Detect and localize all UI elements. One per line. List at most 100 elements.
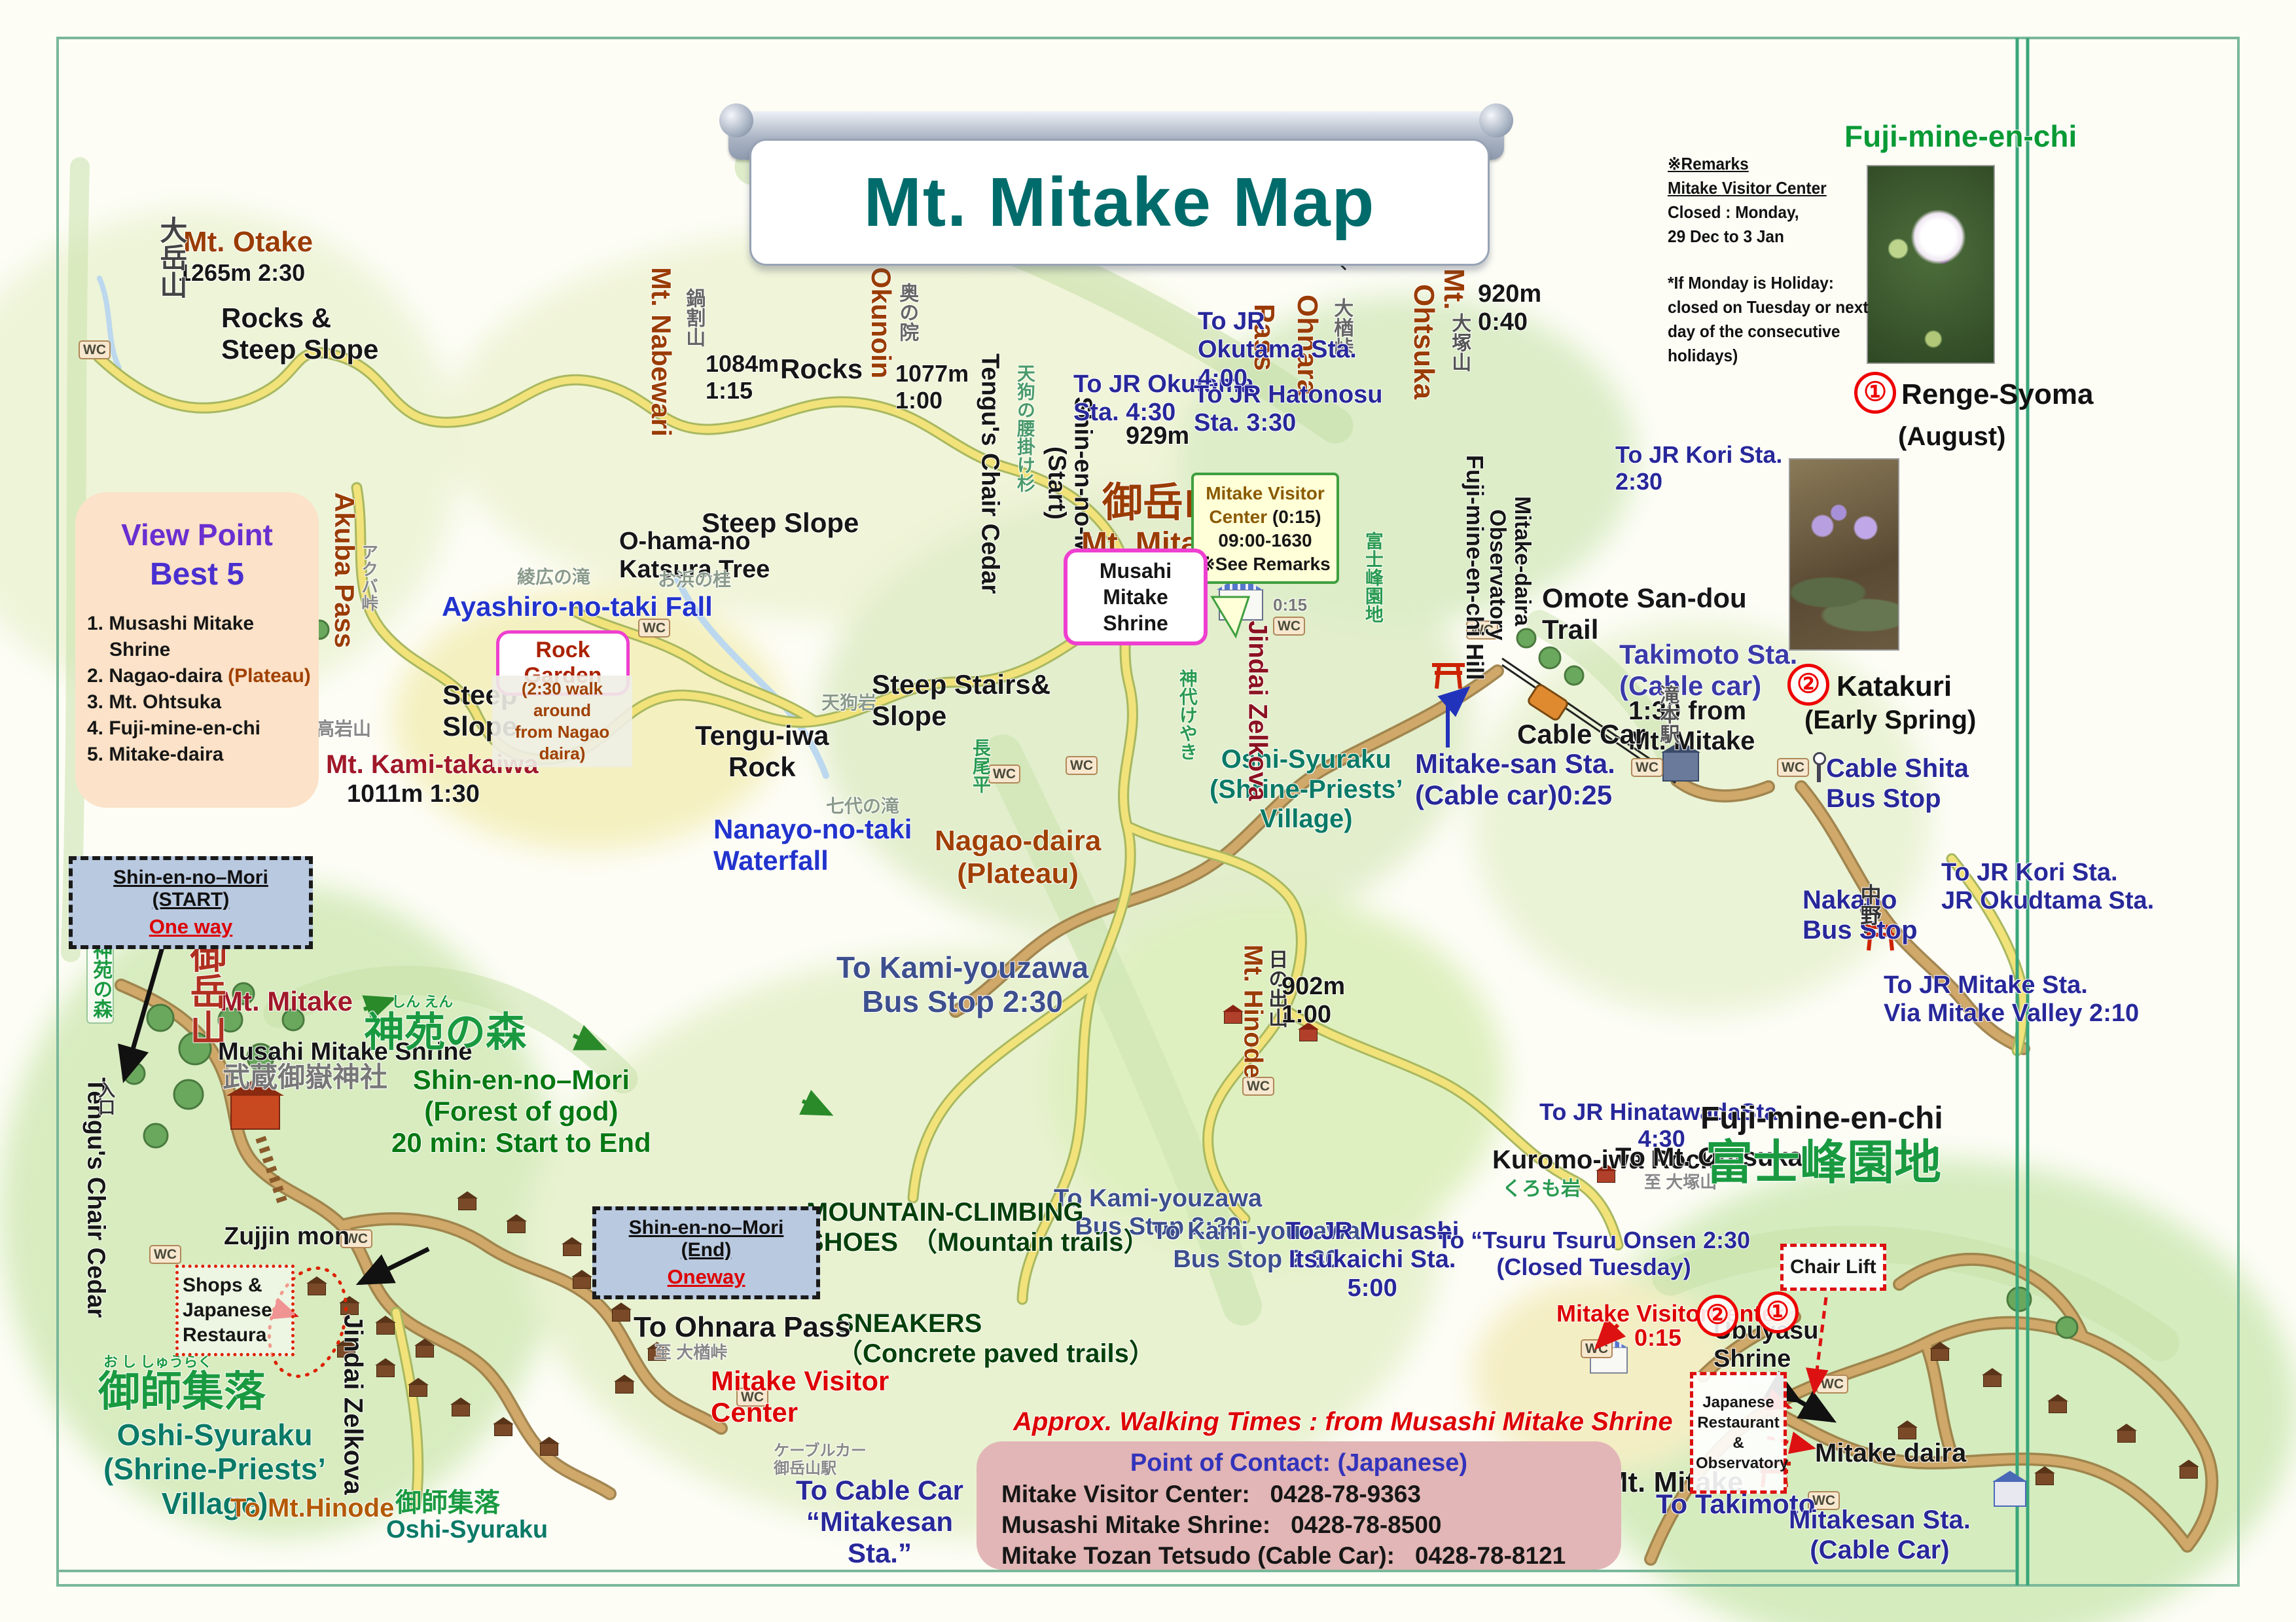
label-tsuru-onsen: To “Tsuru Tsuru Onsen 2:30 (Closed Tuesd… <box>1437 1227 1751 1281</box>
label-cablecar-jp: ケーブルカー 御岳山駅 <box>774 1442 867 1478</box>
label-mitake-visitorcenter-2: Mitake VisitorCenter <box>1556 1300 1784 1327</box>
mitakesan-sta-arrow <box>1437 686 1471 748</box>
label-cable-shita: Cable Shita Bus Stop <box>1826 754 1969 813</box>
label-mitake-jp-bl: 御岳山 <box>185 936 226 1046</box>
double-arrow <box>1763 1371 1837 1423</box>
remarks-line: day of the consecutive <box>1668 321 1840 341</box>
viewpoint-item-2: 2. Nagao-daira (Plateau) <box>87 665 311 687</box>
label-ohama-jp: お浜の桂 <box>658 569 732 590</box>
label-fuji-bottom-title: Fuji-mine-en-chi <box>1700 1101 1943 1136</box>
house-icon <box>1897 1420 1918 1439</box>
label-nagao-daira: Nagao-daira (Plateau) <box>935 825 1102 890</box>
house-icon <box>450 1397 471 1416</box>
callout-line4: ※See Remarks <box>1200 554 1331 574</box>
label-jr-musashi-itsukaichi: To JR Musashi Itsukaichi Sta. 5:00 <box>1285 1217 1460 1302</box>
house-icon <box>375 1316 396 1335</box>
label-to-mt-ohtsuka: To Mt. Ohtsuka <box>1615 1143 1803 1172</box>
viewpoint-item-3: 3. Mt. Ohtsuka <box>87 691 222 713</box>
streams <box>97 276 829 779</box>
label-mitakesan-sta-025: Mitake-san Sta. (Cable car)0:25 <box>1415 748 1615 810</box>
house-icon <box>414 1339 435 1358</box>
label-shinen-jp-big: 神苑の森 <box>364 1010 527 1055</box>
callout-line3: 09:00-1630 <box>1218 530 1312 550</box>
label-steep-slope-top: Steep Slope <box>702 507 859 538</box>
caption-katakuri: Katakuri <box>1837 670 1952 702</box>
label-akuba-pass: Akuba Pass <box>329 492 360 649</box>
label-kuromo-iwa: Kuromo-iwa Rock <box>1492 1145 1715 1174</box>
label-nanayo: Nanayo-no-taki Waterfall <box>713 814 912 876</box>
red-roof-house-icon <box>1596 1164 1617 1183</box>
label-fuji-top-title: Fuji-mine-en-chi <box>1844 119 2077 153</box>
red-roof-house-icon <box>1298 1022 1319 1041</box>
house-icon <box>1929 1342 1950 1361</box>
house-icon <box>506 1214 527 1233</box>
wc-badge: WC <box>1777 758 1809 777</box>
label-kori-okudtama: To JR Kori Sta. JR Okudtama Sta. <box>1941 859 2155 915</box>
shrine-stairs <box>255 1136 288 1205</box>
remarks-line: ※Remarks <box>1668 154 1749 173</box>
label-zujjin-mon: Zujjin mon <box>224 1223 350 1250</box>
label-fujimine-jp-vert: 富士峰園地 <box>1363 532 1384 623</box>
bus-stop-icon <box>1813 752 1826 782</box>
remarks-note: ※Remarks Mitake Visitor Center Closed : … <box>1668 152 1871 368</box>
callout-line2: Center (0:15) <box>1209 507 1321 527</box>
label-mt-nabewari: Mt. Nabewari <box>645 267 677 437</box>
wc-badge: WC <box>1466 621 1498 640</box>
label-hinode-elev: 902m 1:00 <box>1282 973 1346 1029</box>
viewpoint-item-1b: Shrine <box>109 639 171 660</box>
red-roof-house-icon <box>1223 1005 1244 1024</box>
caption-renge-season: (August) <box>1898 422 2006 451</box>
label-kuromo-jp: くろも岩 <box>1502 1178 1581 1200</box>
photo-renge-syoma <box>1867 165 1995 364</box>
house-icon <box>571 1270 592 1289</box>
label-nagao-jp: 長尾平 <box>970 738 991 793</box>
label-elev-929: 929m <box>1126 422 1190 450</box>
label-takimoto-sta: Takimoto Sta. (Cable car) <box>1619 639 1798 701</box>
house-icon <box>1982 1368 2003 1387</box>
label-ohtsuka-elev: 920m 0:40 <box>1478 280 1542 336</box>
label-tengu-cedar-jp: 天狗の腰掛け杉 <box>1014 364 1035 492</box>
wc-badge: WC <box>340 1229 372 1248</box>
caption-katakuri-season: (Early Spring) <box>1804 706 1977 734</box>
label-oshi-syuraku-bl: Oshi-Syuraku (Shrine-Priests’ Village) <box>103 1418 326 1521</box>
label-fuji-hill-vert: Fuji-mine-en-chi Hill <box>1462 455 1489 681</box>
end-box-title: Shin-en-no–Mori (End) <box>628 1217 784 1261</box>
label-takimoto-jp: 滝本駅 <box>1657 685 1679 744</box>
takimoto-station-icon <box>1661 741 1700 782</box>
wc-badge: WC <box>1066 756 1098 775</box>
viewpoint-item-4: 4. Fuji-mine-en-chi <box>87 717 261 739</box>
label-ohama: O-hama-no Katsura Tree <box>619 528 770 584</box>
viewpoint-title: View Point <box>121 518 273 552</box>
label-kami-youzawa-2: To Kami-youzawa Bus Stop 2:30 <box>1054 1185 1263 1241</box>
label-oshi-jp-big: 御師集落 <box>98 1368 266 1415</box>
wc-badge: WC <box>736 1388 768 1407</box>
remarks-line: closed on Tuesday or next <box>1668 297 1869 317</box>
label-hinode-jp: 日の出山 <box>1265 949 1287 1028</box>
label-walking-times: Approx. Walking Times : from Musashi Mit… <box>1013 1407 1673 1436</box>
label-nabewari-jp: 鍋割山 <box>683 288 705 347</box>
label-mvc2-time: 0:15 <box>1634 1324 1682 1351</box>
label-akuba-jp: アクバ峠 <box>359 543 379 611</box>
label-jindai-zelkova-bl: Jindai Zelkova <box>338 1314 368 1495</box>
label-otake-jp: 大岳山 <box>156 216 187 298</box>
viewpoint-best5-box: View Point Best 5 1. Musashi Mitake Shri… <box>75 492 319 808</box>
label-jindai-zelkova-mid: Jindai Zelkova <box>1243 621 1272 801</box>
label-okunoin-elev: 1077m 1:00 <box>895 360 969 414</box>
wc-badge: WC <box>1242 1077 1274 1096</box>
label-ayashiro-fall: Ayashiro-no-taki Fall <box>442 591 713 622</box>
house-icon <box>2116 1424 2137 1443</box>
point-of-contact-box: Point of Contact: (Japanese) Mitake Visi… <box>977 1441 1621 1570</box>
circled-1-map: ① <box>1757 1291 1799 1333</box>
label-steep-stairs: Steep Stairs& Slope <box>872 669 1051 731</box>
label-cable-car: Cable Car <box>1517 719 1646 749</box>
label-shrine-jp-bl: 武蔵御嶽神社 <box>223 1062 388 1092</box>
start-box-arrow <box>118 935 168 1083</box>
label-musahi-shrine-bl: Musahi Mitake Shrine <box>218 1038 473 1066</box>
label-rocks: Rocks <box>780 353 863 384</box>
contact-row-shrine: Musashi Mitake Shrine: 0428-78-8500 <box>1001 1511 1442 1538</box>
label-time-015: 0:15 <box>1273 595 1308 615</box>
label-shinen-furigana: しん えん <box>391 994 454 1010</box>
house-icon <box>2178 1460 2199 1479</box>
house-icon <box>611 1303 632 1322</box>
